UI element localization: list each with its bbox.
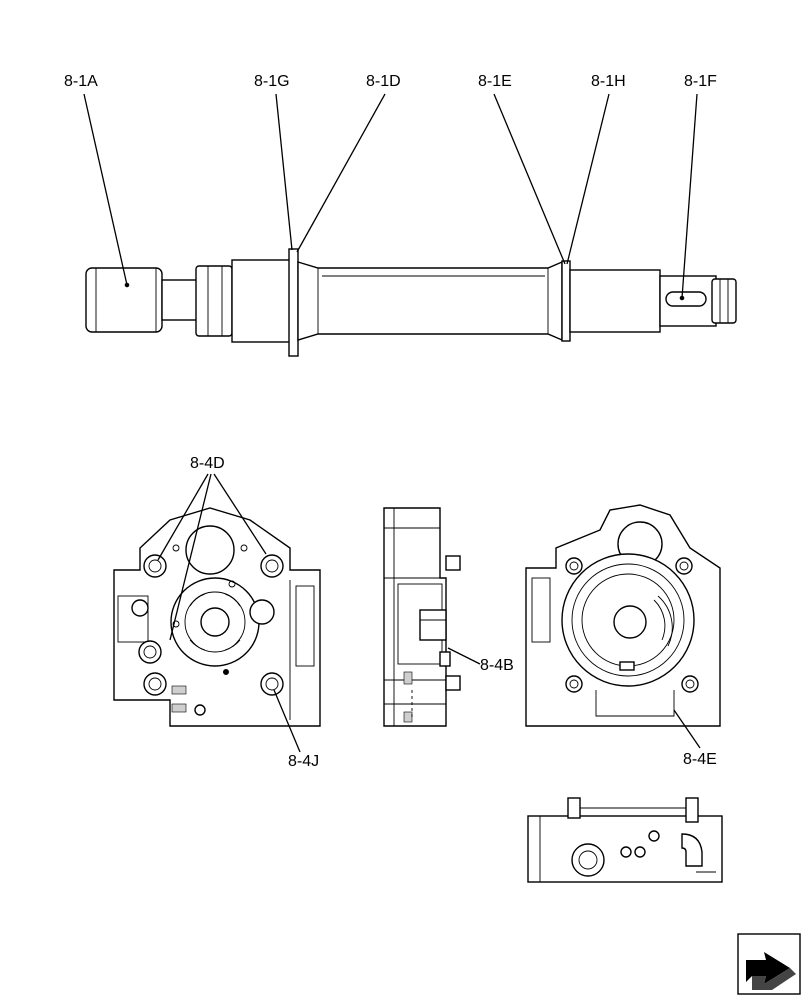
- callout-8-1e: 8-1E: [478, 73, 512, 90]
- port-plate-front-view: [113, 507, 321, 727]
- callout-8-1f: 8-1F: [684, 73, 717, 90]
- leaders-8-4d: [157, 473, 267, 641]
- callout-8-4j: 8-4J: [288, 753, 319, 770]
- shaft-leader-lines: [83, 93, 698, 299]
- next-page-arrow-icon[interactable]: [737, 933, 801, 995]
- callout-8-4e: 8-4E: [683, 751, 717, 768]
- leader-8-4b: [447, 647, 481, 665]
- callout-8-1h: 8-1H: [591, 73, 626, 90]
- callout-8-4b: 8-4B: [480, 657, 514, 674]
- callout-8-4d: 8-4D: [190, 455, 225, 472]
- shaft-assembly: [85, 248, 737, 357]
- pump-housing-top-view: [527, 797, 723, 883]
- callout-8-1a: 8-1A: [64, 73, 98, 90]
- port-plate-side-view: [383, 507, 461, 727]
- pump-housing-rear-view: [525, 504, 721, 727]
- leader-8-4e: [673, 709, 701, 749]
- callout-8-1d: 8-1D: [366, 73, 401, 90]
- leader-8-4j: [273, 689, 301, 753]
- callout-8-1g: 8-1G: [254, 73, 290, 90]
